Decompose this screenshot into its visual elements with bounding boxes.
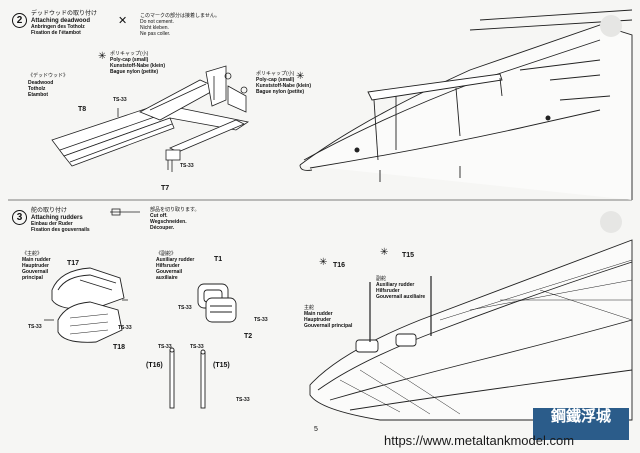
hull-hole [354,147,360,153]
installed-rudders [355,276,432,353]
part-t18-label: T18 [113,344,126,351]
step2-title-de: Anbringen des Totholz [31,24,85,30]
step2-title-en: Attaching deadwood [31,18,90,24]
aux-rudder-en: Auxiliary rudder [156,257,195,263]
step3-title-de: Einbau der Ruder [31,221,73,227]
part-t17-label: T17 [67,260,80,267]
polycap-left-icon: ✳ [98,51,107,62]
step2-title-fr: Fixation de l'étambot [31,30,81,36]
polycap-right-icon: ✳ [296,71,305,82]
screw-label-5: TS-33 [158,344,172,350]
polycap-left-2 [240,86,248,94]
deadwood-installed [367,73,503,182]
deadwood-label-jp: 《デッドウッド》 [28,73,69,79]
hull-stern-step2 [299,9,633,200]
cut-note-de: Wegschneiden. [150,219,187,225]
main-rudder-right-en: Main rudder [304,311,333,317]
step3-title-fr: Fixation des gouvernails [31,227,90,233]
site-logo: 鋼鐵浮城 [533,408,629,440]
cement-note-fr: Ne pas coller. [140,31,171,37]
part-t16-label: T16 [333,262,346,269]
part-t1-label: T1 [214,256,223,263]
main-rudder-t18 [57,301,123,343]
polycap-left-en: Poly-cap (small) [110,57,149,63]
deadwood-label-de: Totholz [28,86,46,92]
aux-rudder-right-de: Hilfsruder [376,288,400,294]
main-rudder-right-jp: 主舵 [304,305,315,311]
main-rudder-jp: 《主舵》 [22,251,43,257]
polycap-right-jp: ポリキャップ(小) [256,71,295,77]
screw-label-7: TS-33 [236,397,250,403]
aux-rudder-fr: Gouvernail [156,269,183,275]
cut-note-fr: Découper. [150,225,175,231]
screw-label-2: TS-33 [118,325,132,331]
main-rudder-fr: Gouvernail [22,269,49,275]
part-t15-label: T15 [402,252,415,259]
cut-note-jp: 部品を切り取ります。 [150,207,200,213]
main-rudder-right-de: Hauptruder [304,317,331,323]
deadwood-label-en: Deadwood [28,80,54,86]
screw-ts33-a-label: TS-33 [113,97,127,103]
polycap-left-de: Kunststoff-Nabe (klein) [110,63,165,69]
part-t15-paren-label: (T15) [213,362,230,369]
cut-note-en: Cut off. [150,213,168,219]
no-cement-icon: ✕ [118,15,128,27]
screw-label-4: TS-33 [254,317,268,323]
polycap-right-fr: Bague nylon (petite) [256,89,305,95]
step3-title-en: Attaching rudders [31,215,83,221]
deadwood-frame [205,65,247,113]
screw-ts33-b-label: TS-33 [180,163,194,169]
cement-note-en: Do not cement. [140,19,174,25]
main-rudder-right-fr: Gouvernail principal [304,323,353,329]
main-rudder-fr2: principal [22,275,43,281]
rudder-shafts [169,347,206,409]
polycap-left [224,72,232,80]
ghost-circle-top [600,15,622,37]
aux-rudder-right-jp: 副舵 [376,276,387,282]
screw-label-6: TS-33 [190,344,204,350]
ghost-circle-bottom [600,211,622,233]
step-3-number: 3 [12,210,27,225]
aux-rudder-de: Hilfsruder [156,263,180,269]
deadwood-part-t7 [165,119,245,172]
watermark-url: https://www.metaltankmodel.com [384,433,575,448]
polycap-left-jp: ポリキャップ(小) [110,51,149,57]
aux-rudder-fr2: auxiliaire [156,275,178,281]
part-t8-label: T8 [78,106,87,113]
deadwood-part-t8 [51,79,250,167]
cut-icon-graphic [110,208,140,216]
polycap-right-en: Poly-cap (small) [256,77,295,83]
aux-rudder-right-fr: Gouvernail auxiliaire [376,294,426,300]
polycap-right-de: Kunststoff-Nabe (klein) [256,83,311,89]
part-t2-label: T2 [244,333,253,340]
hull-bow-step3 [309,239,633,421]
hull-hole-2 [545,115,551,121]
main-rudder-en: Main rudder [22,257,51,263]
polycap-t15-icon: ✳ [380,247,389,258]
logo-text: 鋼鐵浮城 [550,408,611,425]
step2-title-jp: デッドウッドの取り付け [31,11,98,17]
main-rudder-de: Hauptruder [22,263,49,269]
main-rudder-t17 [51,267,125,310]
step-2-number: 2 [12,13,27,28]
deadwood-label-fr: Etambot [28,92,48,98]
aux-rudder-t1-t2 [197,283,237,323]
part-t16-paren-label: (T16) [146,362,163,369]
screw-label-3: TS-33 [178,305,192,311]
cement-note-jp: このマークの部分は接着しません。 [140,13,220,19]
part-t7-label: T7 [161,185,170,192]
aux-rudder-right-en: Auxiliary rudder [376,282,415,288]
aux-rudder-jp: 《副舵》 [156,251,177,257]
screw-label-1: TS-33 [28,324,42,330]
cement-note-de: Nicht kleben. [140,25,169,31]
polycap-left-fr: Bague nylon (petite) [110,69,159,75]
step3-title-jp: 舵の取り付け [31,208,68,214]
polycap-t16-icon: ✳ [319,257,328,268]
page-number: 5 [314,426,318,433]
